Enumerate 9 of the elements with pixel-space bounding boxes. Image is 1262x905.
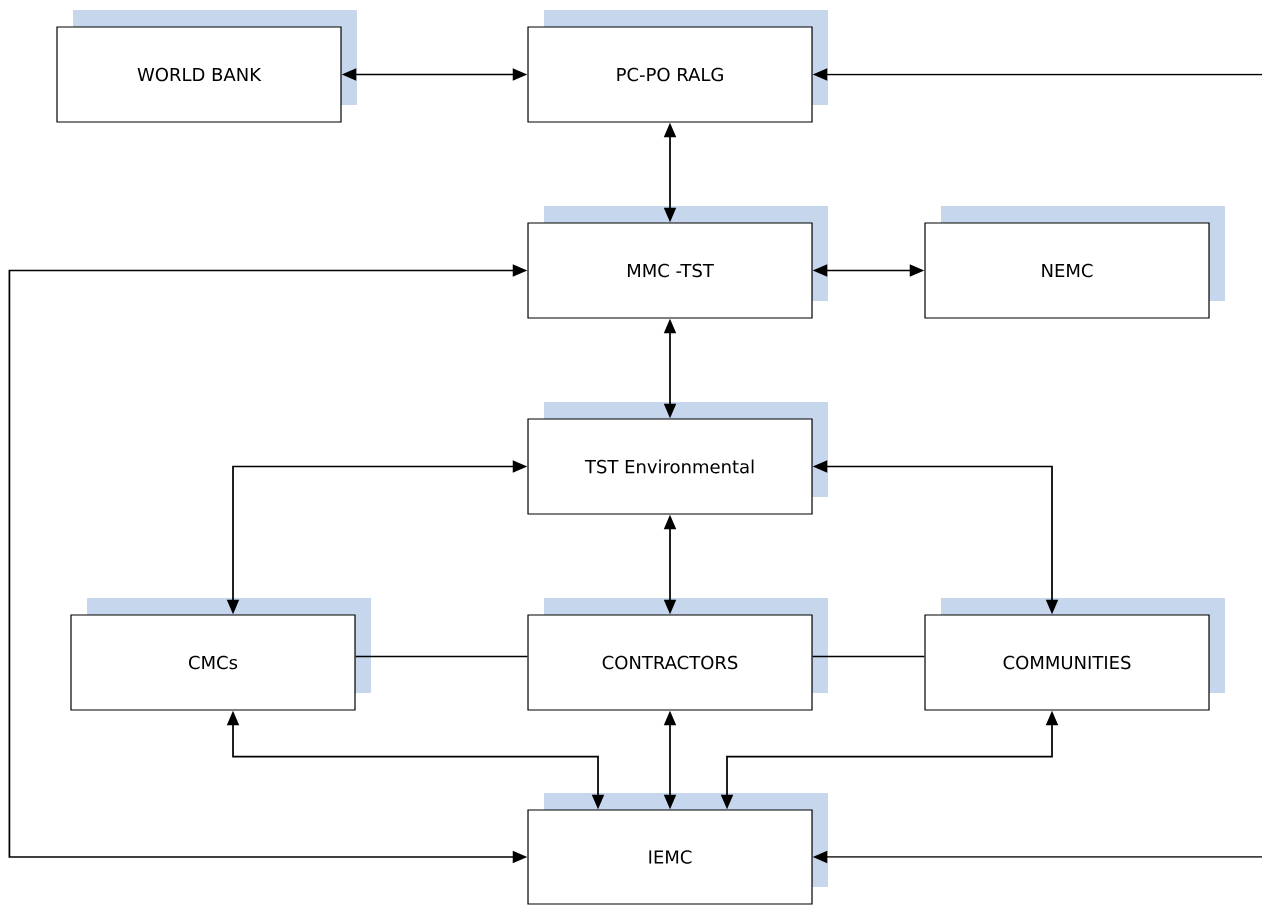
process-box: PC-PO RALG bbox=[527, 10, 828, 123]
process-box: NEMC bbox=[924, 206, 1225, 319]
process-box: MMC -TST bbox=[527, 206, 828, 319]
process-box: CMCs bbox=[70, 598, 371, 711]
process-box: IEMC bbox=[527, 793, 828, 905]
process-box: WORLD BANK bbox=[56, 10, 357, 123]
process-box: TST Environmental bbox=[527, 402, 828, 515]
process-box: CONTRACTORS bbox=[527, 598, 828, 711]
process-box: COMMUNITIES bbox=[924, 598, 1225, 711]
